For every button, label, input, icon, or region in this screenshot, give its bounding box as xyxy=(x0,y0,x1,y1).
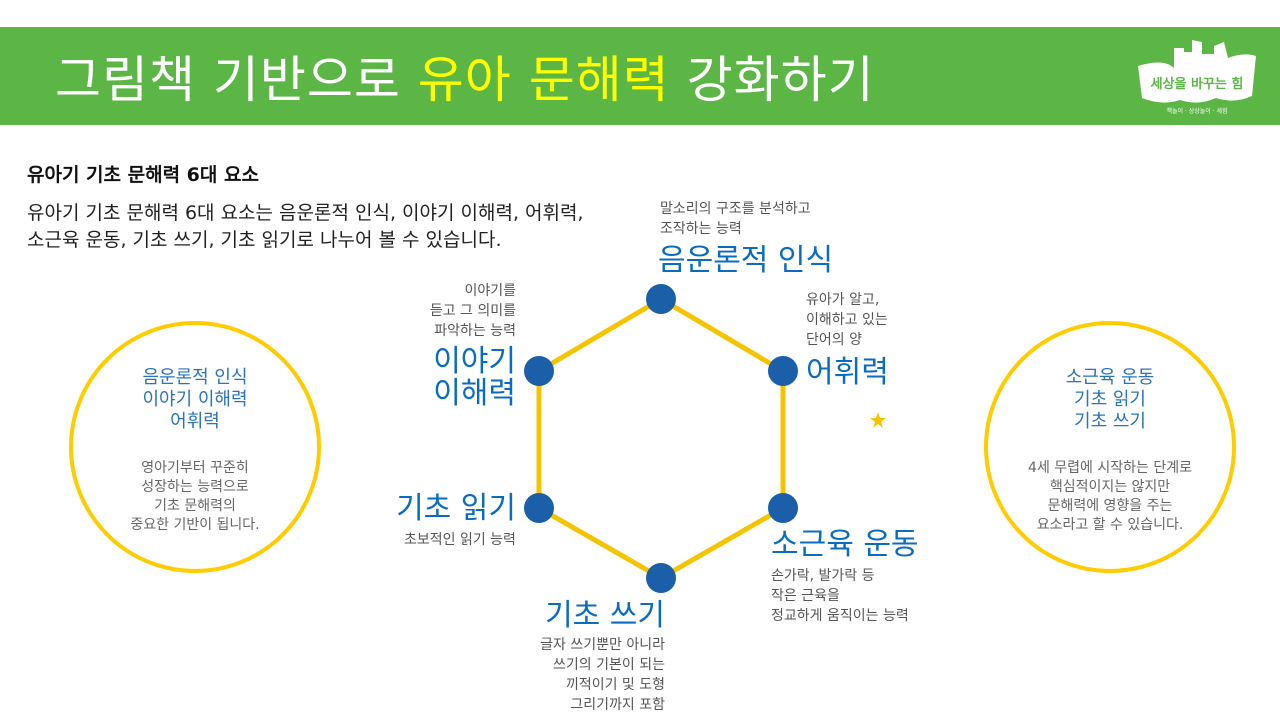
element-label: 기초 읽기 xyxy=(396,491,516,526)
node-writing xyxy=(646,563,676,593)
title-highlight: 유아 문해력 xyxy=(417,51,670,109)
element-desc: 초보적인 읽기 능력 xyxy=(404,532,516,548)
circle-heading: 어휘력 xyxy=(170,411,220,432)
element-label: 어휘력 xyxy=(806,355,889,390)
intro-text: 유아기 기초 문해력 6대 요소는 음운론적 인식, 이야기 이해력, 어휘력,… xyxy=(27,202,584,251)
logo-shape-icon: 세상을 바꾸는 힘 책놀이 · 상상놀이 · 세힘 xyxy=(1138,40,1256,115)
hexagon-outline xyxy=(536,296,786,581)
node-story xyxy=(524,356,554,386)
circle-heading: 이야기 이해력 xyxy=(142,389,248,410)
title-text: 그림책 기반으로 xyxy=(55,51,418,109)
section-title: 유아기 기초 문해력 6대 요소 xyxy=(27,164,259,186)
star-icon xyxy=(870,412,886,428)
circle-heading: 기초 쓰기 xyxy=(1074,411,1146,432)
node-phonological xyxy=(646,284,676,314)
circle-heading: 기초 읽기 xyxy=(1074,389,1146,410)
node-reading xyxy=(524,493,554,523)
node-fine-motor xyxy=(768,493,798,523)
title-banner xyxy=(0,27,1280,125)
node-vocabulary xyxy=(768,356,798,386)
logo: 세상을 바꾸는 힘 책놀이 · 상상놀이 · 세힘 xyxy=(1134,38,1260,118)
circle-heading: 음운론적 인식 xyxy=(142,367,248,388)
element-label: 기초 쓰기 xyxy=(545,598,665,633)
element-label: 소근육 운동 xyxy=(771,527,919,562)
page-title: 그림책 기반으로 유아 문해력 강화하기 xyxy=(55,40,875,112)
svg-text:책놀이 · 상상놀이 · 세힘: 책놀이 · 상상놀이 · 세힘 xyxy=(1166,107,1227,115)
circle-heading: 소근육 운동 xyxy=(1065,367,1155,388)
title-text-end: 강화하기 xyxy=(669,51,875,109)
svg-text:세상을 바꾸는 힘: 세상을 바꾸는 힘 xyxy=(1151,76,1244,92)
element-label: 음운론적 인식 xyxy=(658,243,834,278)
